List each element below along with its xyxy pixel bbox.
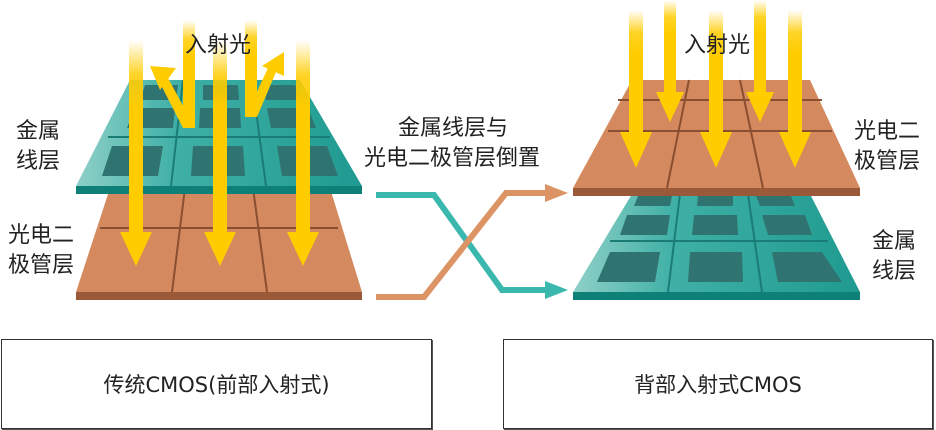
right-caption-box: 背部入射式CMOS (503, 339, 933, 429)
left-caption-box: 传统CMOS(前部入射式) (1, 339, 432, 429)
left-light-beams (120, 20, 319, 266)
swap-label-line2: 光电二极管层倒置 (364, 146, 540, 171)
right-incident-light-label: 入射光 (684, 33, 750, 58)
light-beam-arrow (779, 10, 811, 168)
right-light-beams (620, 0, 811, 168)
left-metal-label-line1: 金属 (16, 119, 60, 144)
light-beam-arrow (700, 10, 732, 168)
right-metal-label-line2: 线层 (872, 259, 916, 284)
swap-label-line1: 金属线层与 (398, 116, 508, 141)
right-photodiode-label-line2: 极管层 (854, 149, 920, 174)
right-photodiode-label-line1: 光电二 (854, 119, 920, 144)
left-caption: 传统CMOS(前部入射式) (103, 373, 330, 397)
left-photodiode-label-line1: 光电二 (8, 223, 74, 248)
swap-arrow-orange (376, 184, 568, 300)
light-beam-arrow (204, 40, 236, 266)
left-incident-light-label: 入射光 (185, 33, 251, 58)
light-beam-arrow (620, 10, 652, 168)
right-caption: 背部入射式CMOS (634, 373, 802, 397)
light-beam-arrow (656, 0, 684, 122)
reflected-light-arrow (150, 20, 195, 128)
left-photodiode-label-line2: 极管层 (8, 253, 74, 278)
left-metal-label-line2: 线层 (16, 149, 60, 174)
reflected-light-arrow (245, 20, 284, 117)
swap-arrow-teal (376, 192, 568, 299)
right-metal-layer (573, 193, 860, 300)
light-beam-arrow (746, 0, 774, 122)
right-metal-label-line1: 金属 (872, 229, 916, 254)
light-beam-arrow (287, 40, 319, 266)
light-beam-arrow (120, 40, 152, 266)
